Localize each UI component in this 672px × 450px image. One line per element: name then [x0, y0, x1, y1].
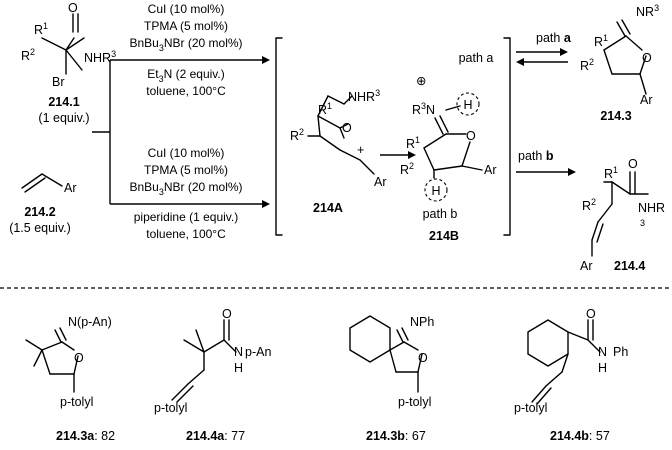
conditions-bottom: CuI (10 mol%) TPMA (5 mol%) BnBu3NBr (20… — [129, 146, 242, 241]
ex-4a-h: H — [234, 361, 243, 375]
example-214-3b: NPh O p-tolyl 214.3b: 67 — [349, 315, 434, 443]
int-a-r2: R2 — [290, 127, 304, 143]
int-a-r1: R1 — [318, 101, 332, 117]
p4-nhr: NHR — [638, 201, 665, 215]
int-b-r2: R2 — [400, 161, 414, 177]
compound-214B: 214B — [429, 229, 459, 243]
ex-4b-label: 214.4b: 57 — [550, 429, 610, 443]
reactant-amide: R1 R2 Br O NHR3 214.1 (1 equiv.) — [21, 1, 116, 125]
p3-o: O — [642, 51, 652, 65]
p4-ar: Ar — [580, 259, 593, 273]
ex-4b-o: O — [586, 307, 596, 321]
path-b-arrow: path b — [516, 149, 576, 176]
int-b-path-b: path b — [423, 207, 458, 221]
amide-br: Br — [52, 75, 65, 89]
bracket-left — [275, 37, 283, 236]
alkene-ar: Ar — [64, 181, 77, 195]
p3-r1: R1 — [594, 33, 608, 49]
int-a-ar: Ar — [374, 175, 387, 189]
amide-r2: R2 — [21, 47, 35, 63]
ex-4b-h: H — [598, 361, 607, 375]
ex-4b-aryl: p-tolyl — [514, 401, 547, 415]
p3-nr3: NR3 — [636, 3, 659, 19]
path-a-arrows: path a — [516, 31, 572, 66]
bracket-right — [503, 37, 511, 236]
p3-ar: Ar — [640, 93, 653, 107]
alkene-equiv: (1.5 equiv.) — [9, 221, 71, 235]
int-a-o: O — [342, 121, 352, 135]
int-a-nhr3: NHR3 — [348, 88, 380, 104]
compound-214-4: 214.4 — [614, 259, 645, 273]
p4-r1: R1 — [604, 165, 618, 181]
cyclohexane-4b — [527, 319, 569, 367]
cond-top-base: Et3N (2 equiv.) — [147, 67, 225, 84]
cond-bot-catalyst: CuI (10 mol%) — [148, 146, 225, 160]
int-b-h-top: H — [463, 98, 472, 112]
path-b-label: path b — [518, 149, 554, 163]
int-b-h-bottom: H — [431, 184, 440, 198]
path-a-label: path a — [536, 31, 572, 45]
int-b-plus: ⊕ — [416, 74, 426, 88]
h-circle-bottom — [424, 178, 448, 202]
ex-3a-aryl: p-tolyl — [60, 395, 93, 409]
ex-4a-aryl: p-tolyl — [154, 401, 187, 415]
amide-nhr3: NHR3 — [84, 49, 116, 65]
ex-3b-aryl: p-tolyl — [398, 395, 431, 409]
amide-o: O — [68, 1, 78, 15]
int-b-r1: R1 — [406, 135, 420, 151]
ex-3a-o: O — [74, 351, 84, 365]
int-b-path-a: path a — [459, 51, 494, 65]
compound-214-2: 214.2 — [24, 205, 55, 219]
intermediate-214B: path a ⊕ R3N H O R1 R2 Ar H path b 214B — [400, 51, 497, 243]
p3-r2: R2 — [580, 57, 594, 73]
compound-214-3: 214.3 — [600, 109, 631, 123]
cond-bot-additive: BnBu3NBr (20 mol%) — [129, 180, 242, 197]
ex-3b-substituent: NPh — [410, 315, 434, 329]
product-214-4: O R1 R2 NHR 3 Ar 214.4 — [580, 157, 665, 273]
cond-bot-solvent: toluene, 100°C — [146, 227, 226, 241]
cond-top-catalyst: CuI (10 mol%) — [148, 2, 225, 16]
product-214-3: NR3 O R1 R2 Ar 214.3 — [580, 3, 659, 123]
cyclohexane-3b — [349, 315, 391, 363]
ex-3b-o: O — [418, 351, 428, 365]
reactant-alkene: Ar 214.2 (1.5 equiv.) — [9, 173, 77, 235]
cond-bot-base: piperidine (1 equiv.) — [134, 210, 239, 224]
cond-top-ligand: TPMA (5 mol%) — [144, 19, 228, 33]
ex-4a-o: O — [222, 307, 232, 321]
intermediate-214A: NHR3 O R1 R2 + Ar 214A — [290, 88, 387, 215]
cond-bot-ligand: TPMA (5 mol%) — [144, 163, 228, 177]
int-b-o: O — [466, 129, 476, 143]
cond-top-additive: BnBu3NBr (20 mol%) — [129, 36, 242, 53]
conditions-top: CuI (10 mol%) TPMA (5 mol%) BnBu3NBr (20… — [129, 2, 242, 98]
p4-r2: R2 — [582, 197, 596, 213]
int-a-charge: + — [357, 143, 364, 157]
ex-3a-substituent: N(p-An) — [68, 315, 112, 329]
h-circle-top — [456, 92, 480, 116]
example-214-3a: N(p-An) O p-tolyl 214.3a: 82 — [25, 315, 115, 443]
amide-r1: R1 — [34, 21, 48, 37]
amide-equiv: (1 equiv.) — [38, 111, 89, 125]
int-b-ar: Ar — [484, 163, 497, 177]
branch-arrows — [92, 56, 270, 208]
p4-o: O — [628, 157, 638, 171]
ex-4a-label: 214.4a: 77 — [186, 429, 245, 443]
int-b-nr3: R3N — [412, 101, 435, 117]
p4-nhr-sub: 3 — [640, 218, 645, 228]
ex-3a-label: 214.3a: 82 — [56, 429, 115, 443]
compound-214-1: 214.1 — [48, 95, 79, 109]
compound-214A: 214A — [313, 201, 343, 215]
cond-top-solvent: toluene, 100°C — [146, 84, 226, 98]
ex-3b-label: 214.3b: 67 — [366, 429, 426, 443]
